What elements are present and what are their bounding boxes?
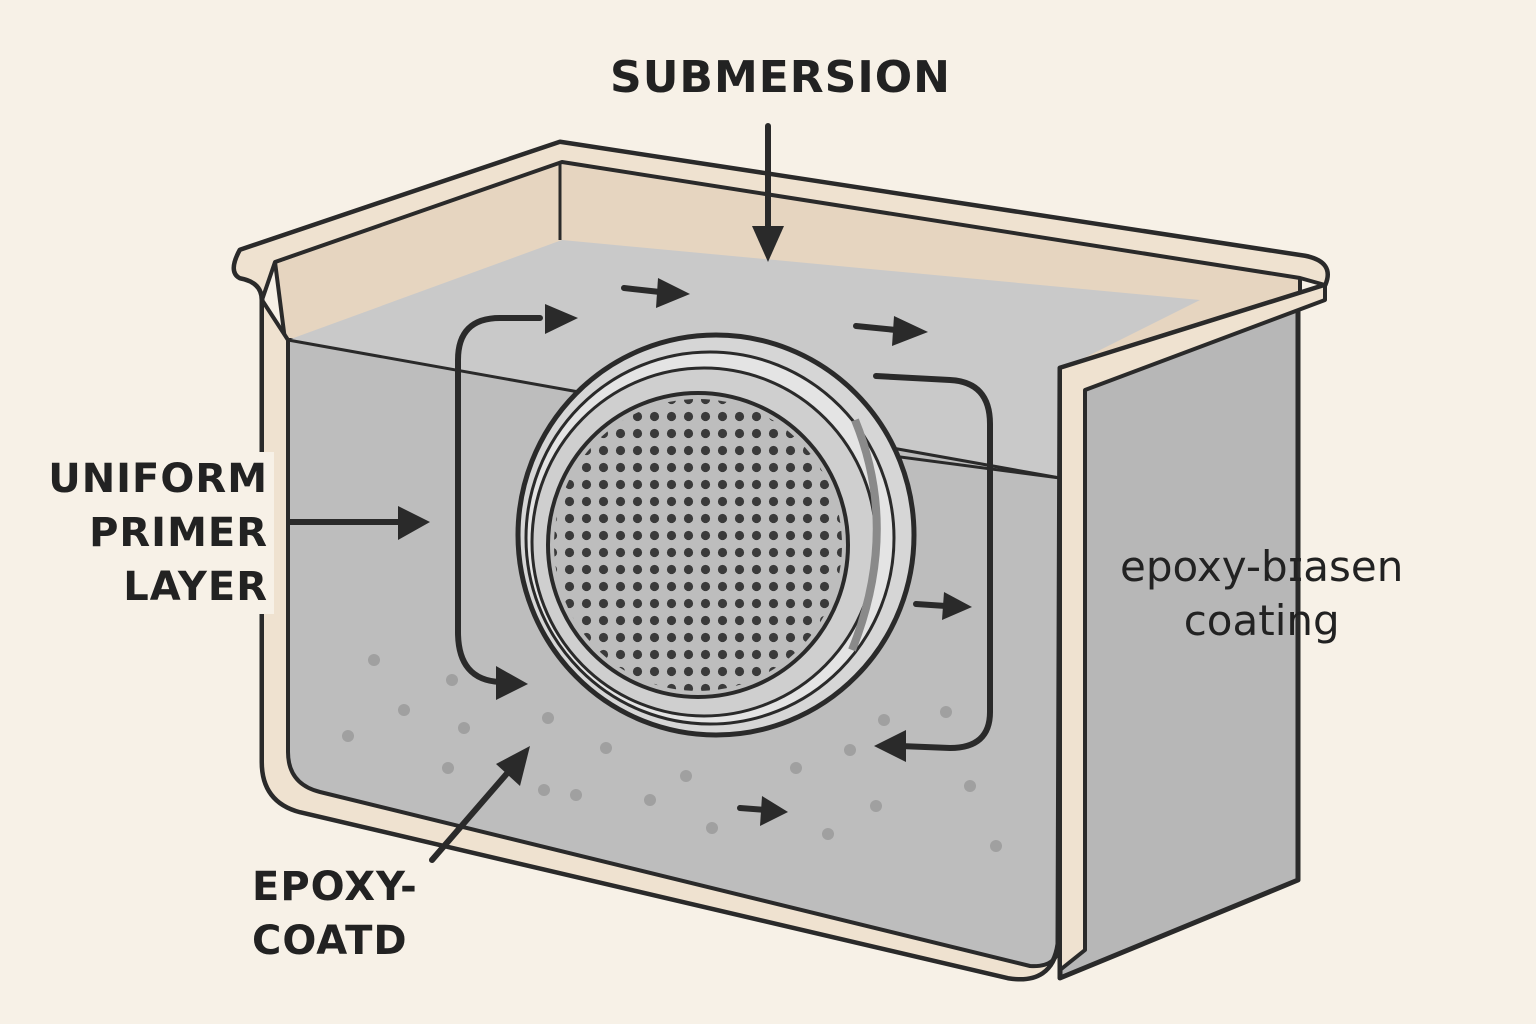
label-line: EPOXY- xyxy=(252,864,418,910)
arrowheads xyxy=(496,304,906,762)
label-submersion: SUBMERSION xyxy=(610,52,951,103)
label-epoxy-coating: epoxy-bɪasen coating xyxy=(1120,540,1403,648)
label-line: coating xyxy=(1183,596,1340,645)
tank-rim-top-edge xyxy=(232,140,1330,302)
particles xyxy=(342,654,1002,852)
label-line: UNIFORM xyxy=(48,456,268,502)
label-line: PRIMER xyxy=(89,510,268,556)
label-uniform-primer-layer: UNIFORM PRIMER LAYER xyxy=(42,452,274,614)
flow-arrows xyxy=(621,285,949,813)
callout-arrowheads xyxy=(398,226,784,786)
label-line: COATD xyxy=(252,918,408,964)
circulation-arrows xyxy=(455,315,993,751)
label-epoxy-coated: EPOXY- COATD xyxy=(252,860,418,968)
label-line: LAYER xyxy=(123,564,268,610)
filter-disc xyxy=(515,332,917,738)
flow-arrowheads xyxy=(656,278,972,826)
callout-arrows xyxy=(287,123,771,863)
label-line: epoxy-bɪasen xyxy=(1120,542,1404,591)
